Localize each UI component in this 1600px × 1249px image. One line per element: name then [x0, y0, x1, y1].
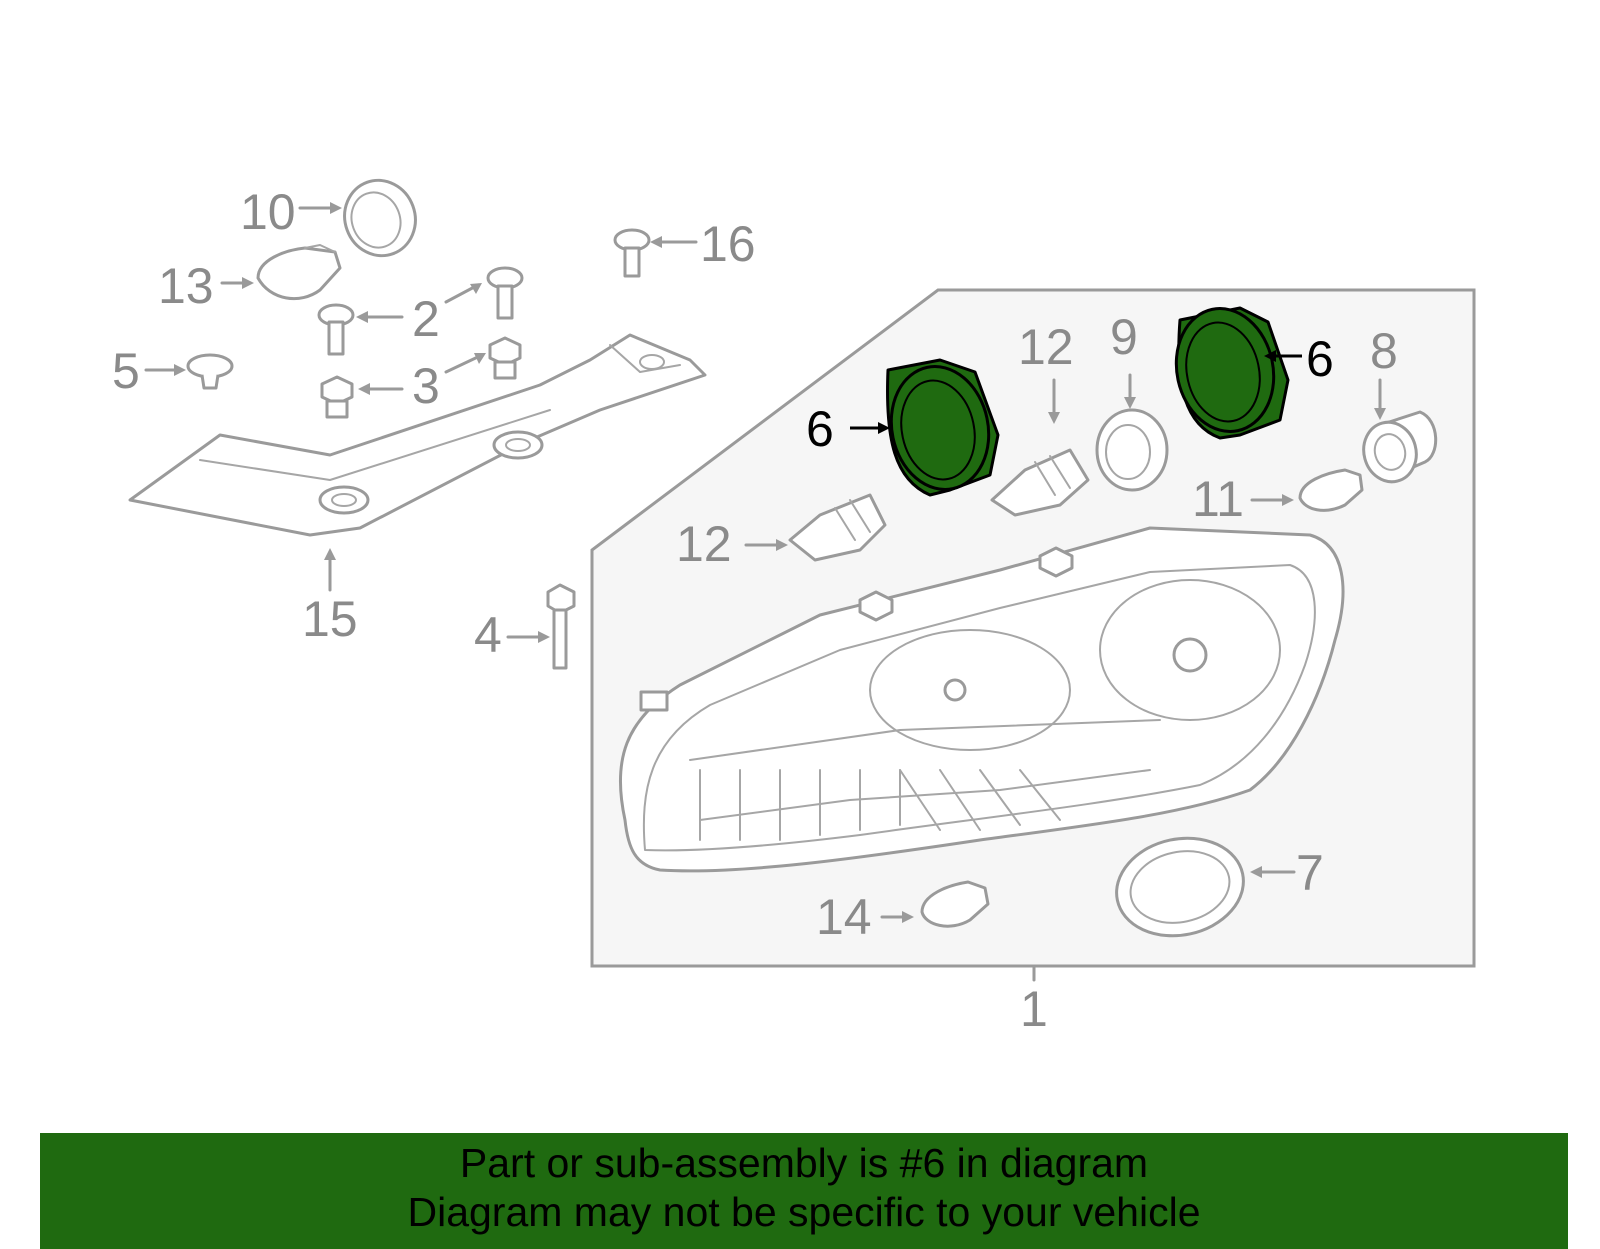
cap-part-9	[1095, 408, 1169, 492]
callout-16: 16	[700, 216, 756, 272]
socket-part-8	[1362, 410, 1438, 484]
callout-line-3b	[444, 353, 484, 374]
bracket-part-15	[128, 333, 707, 537]
grommet-part-10	[343, 178, 417, 258]
nut-part-3	[320, 336, 522, 419]
callout-13: 13	[158, 258, 214, 314]
callout-3: 3	[412, 358, 440, 414]
bulb-part-12-lower	[788, 493, 887, 562]
callout-12-lower: 12	[676, 516, 732, 572]
bulb-part-12-upper	[990, 448, 1090, 517]
callout-12-upper: 12	[1018, 319, 1074, 375]
callout-6-right: 6	[1306, 331, 1334, 387]
callout-7: 7	[1296, 845, 1324, 901]
screw-part-2	[317, 266, 524, 356]
headlamp-housing	[618, 526, 1345, 873]
callout-9: 9	[1110, 309, 1138, 365]
callout-6-left: 6	[806, 401, 834, 457]
banner-line-2: Diagram may not be specific to your vehi…	[407, 1189, 1201, 1235]
bulb-part-14	[920, 880, 990, 928]
info-banner: Part or sub-assembly is #6 in diagram Di…	[40, 1133, 1568, 1249]
callout-14: 14	[816, 889, 872, 945]
callout-10: 10	[240, 184, 296, 240]
clip-part-5	[186, 353, 234, 390]
callout-8: 8	[1370, 323, 1398, 379]
cover-part-6-right	[1174, 306, 1290, 440]
bolt-part-4	[546, 583, 576, 670]
callout-15: 15	[302, 591, 358, 647]
banner-line-1: Part or sub-assembly is #6 in diagram	[459, 1140, 1149, 1186]
callout-5: 5	[112, 343, 140, 399]
callout-11: 11	[1192, 471, 1244, 527]
callout-4: 4	[474, 607, 502, 663]
callout-2: 2	[412, 291, 440, 347]
bulb-part-11	[1298, 468, 1364, 512]
seal-ring-part-7	[1115, 836, 1245, 938]
bulb-part-13	[256, 244, 342, 300]
callout-1: 1	[1020, 981, 1048, 1037]
cover-part-6-left	[886, 358, 1000, 497]
screw-part-16	[613, 228, 651, 278]
